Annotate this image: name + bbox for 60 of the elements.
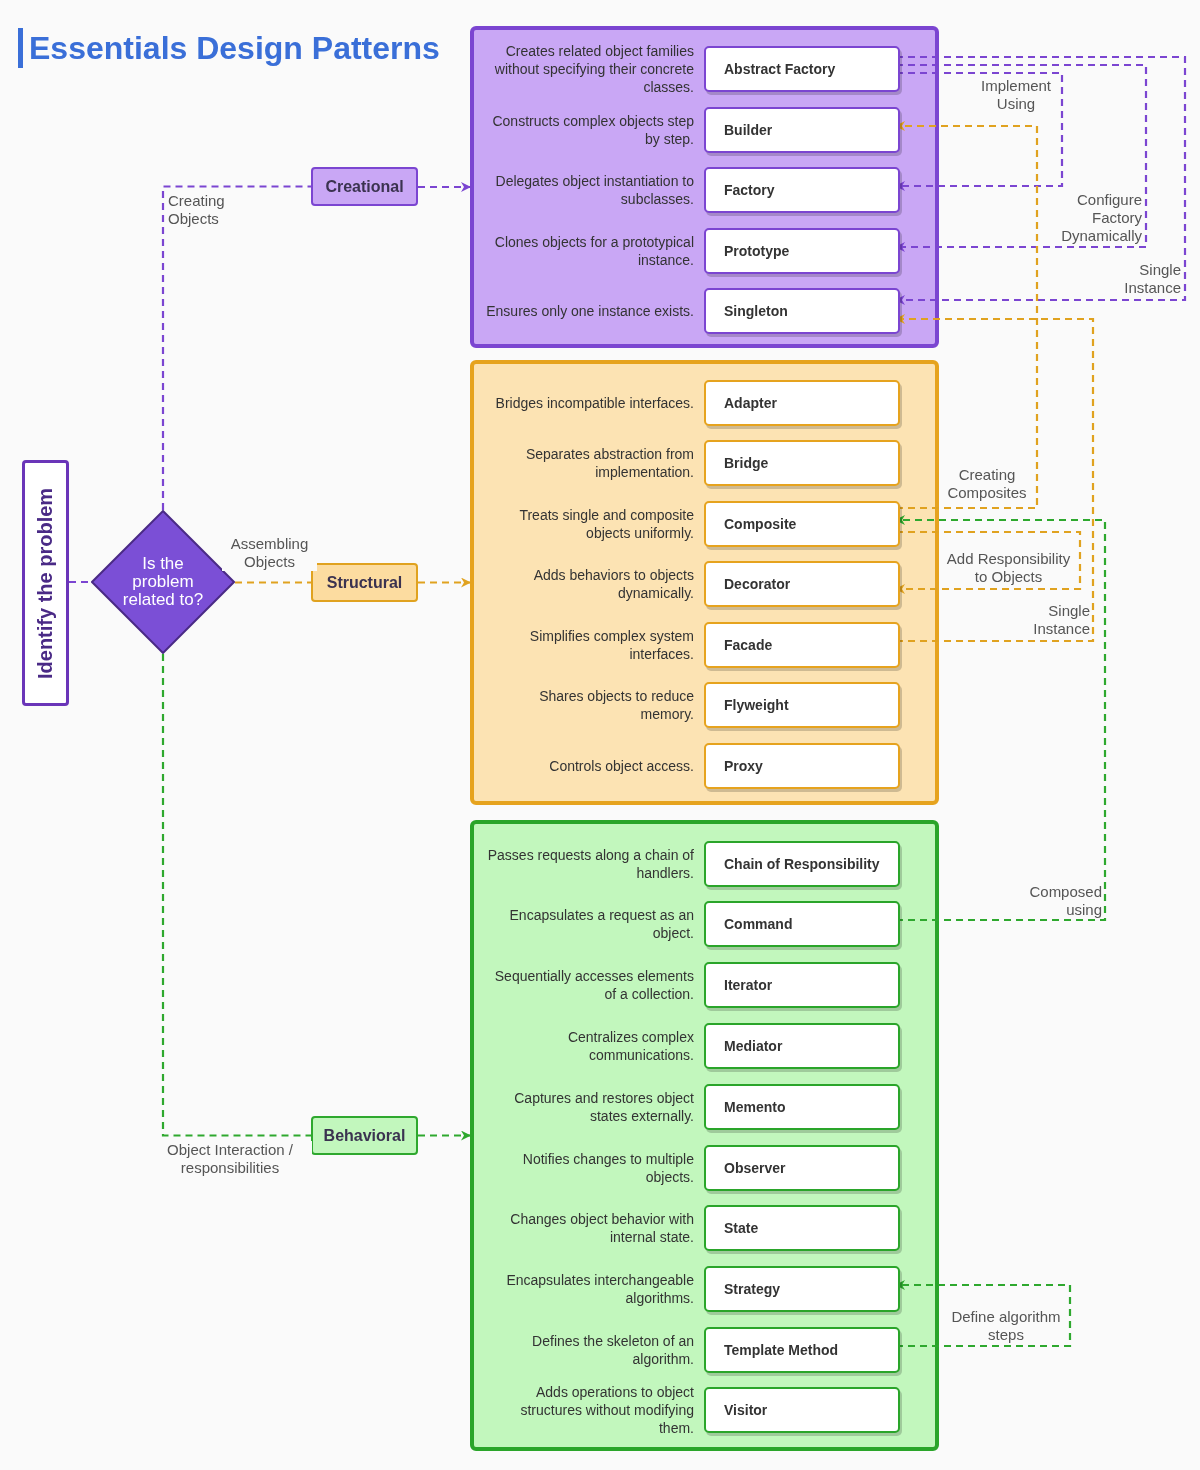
- description-text: Ensures only one instance exists.: [486, 302, 694, 321]
- description-text: Encapsulates interchangeable algorithms.: [505, 1271, 694, 1308]
- description-text: Delegates object instantiation to subclasses.: [494, 172, 694, 209]
- pattern-card: Adapter: [704, 380, 900, 426]
- pattern-card: Singleton: [704, 288, 900, 334]
- pattern-card: Iterator: [704, 962, 900, 1008]
- category-panel: [470, 820, 939, 1451]
- description-text: Passes requests along a chain of handlers.: [486, 846, 694, 883]
- description-text: Adds operations to object structures without modifying them.: [519, 1383, 694, 1438]
- pattern-card: Abstract Factory: [704, 46, 900, 92]
- pattern-card: Proxy: [704, 743, 900, 789]
- description-text: Constructs complex objects step by step.: [491, 112, 694, 149]
- description-text: Adds behaviors to objects dynamically.: [532, 566, 694, 603]
- dashed-connector: [161, 185, 311, 510]
- pattern-card: Composite: [704, 501, 900, 547]
- description-text: Bridges incompatible interfaces.: [494, 394, 694, 413]
- dashed-connector: [235, 581, 311, 584]
- arrow: [418, 1130, 471, 1141]
- description-text: Shares objects to reduce memory.: [538, 687, 694, 724]
- diagram-title: Essentials Design Patterns: [18, 28, 440, 68]
- category-box: Creational: [311, 167, 418, 206]
- category-box: Behavioral: [311, 1116, 418, 1155]
- description-text: Centralizes complex communications.: [566, 1028, 694, 1065]
- description-text: Captures and restores object states externally.: [513, 1089, 694, 1126]
- arrow: [418, 577, 471, 588]
- dashed-connector: [69, 580, 91, 584]
- problem-box: Identify the problem: [22, 460, 69, 706]
- pattern-card: Facade: [704, 622, 900, 668]
- pattern-card: Bridge: [704, 440, 900, 486]
- pattern-card: Command: [704, 901, 900, 947]
- description-text: Sequentially accesses elements of a collection.: [493, 967, 694, 1004]
- dashed-connector: [161, 654, 311, 1137]
- description-text: Notifies changes to multiple objects.: [521, 1150, 694, 1187]
- pattern-card: State: [704, 1205, 900, 1251]
- category-panel: [470, 26, 939, 348]
- description-text: Simplifies complex system interfaces.: [528, 627, 694, 664]
- pattern-card: Builder: [704, 107, 900, 153]
- description-text: Defines the skeleton of an algorithm.: [531, 1332, 694, 1369]
- category-panel: [470, 360, 939, 805]
- pattern-card: Visitor: [704, 1387, 900, 1433]
- description-text: Encapsulates a request as an object.: [508, 906, 694, 943]
- description-text: Controls object access.: [548, 757, 694, 776]
- description-text: Treats single and composite objects uniformly.: [518, 506, 694, 543]
- description-text: Creates related object families without specifying their concrete classes.: [493, 42, 694, 97]
- description-text: Separates abstraction from implementation.: [524, 445, 694, 482]
- pattern-card: Strategy: [704, 1266, 900, 1312]
- pattern-card: Mediator: [704, 1023, 900, 1069]
- arrow: [418, 182, 471, 192]
- edge-label: Assembling Objects: [222, 535, 317, 571]
- pattern-card: Observer: [704, 1145, 900, 1191]
- pattern-card: Chain of Responsibility: [704, 841, 900, 887]
- pattern-card: Memento: [704, 1084, 900, 1130]
- pattern-card: Decorator: [704, 561, 900, 607]
- description-text: Changes object behavior with internal state.: [509, 1210, 694, 1247]
- category-box: Structural: [311, 563, 418, 602]
- description-text: Clones objects for a prototypical instance.: [493, 233, 694, 270]
- pattern-card: Flyweight: [704, 682, 900, 728]
- pattern-card: Template Method: [704, 1327, 900, 1373]
- pattern-card: Factory: [704, 167, 900, 213]
- pattern-card: Prototype: [704, 228, 900, 274]
